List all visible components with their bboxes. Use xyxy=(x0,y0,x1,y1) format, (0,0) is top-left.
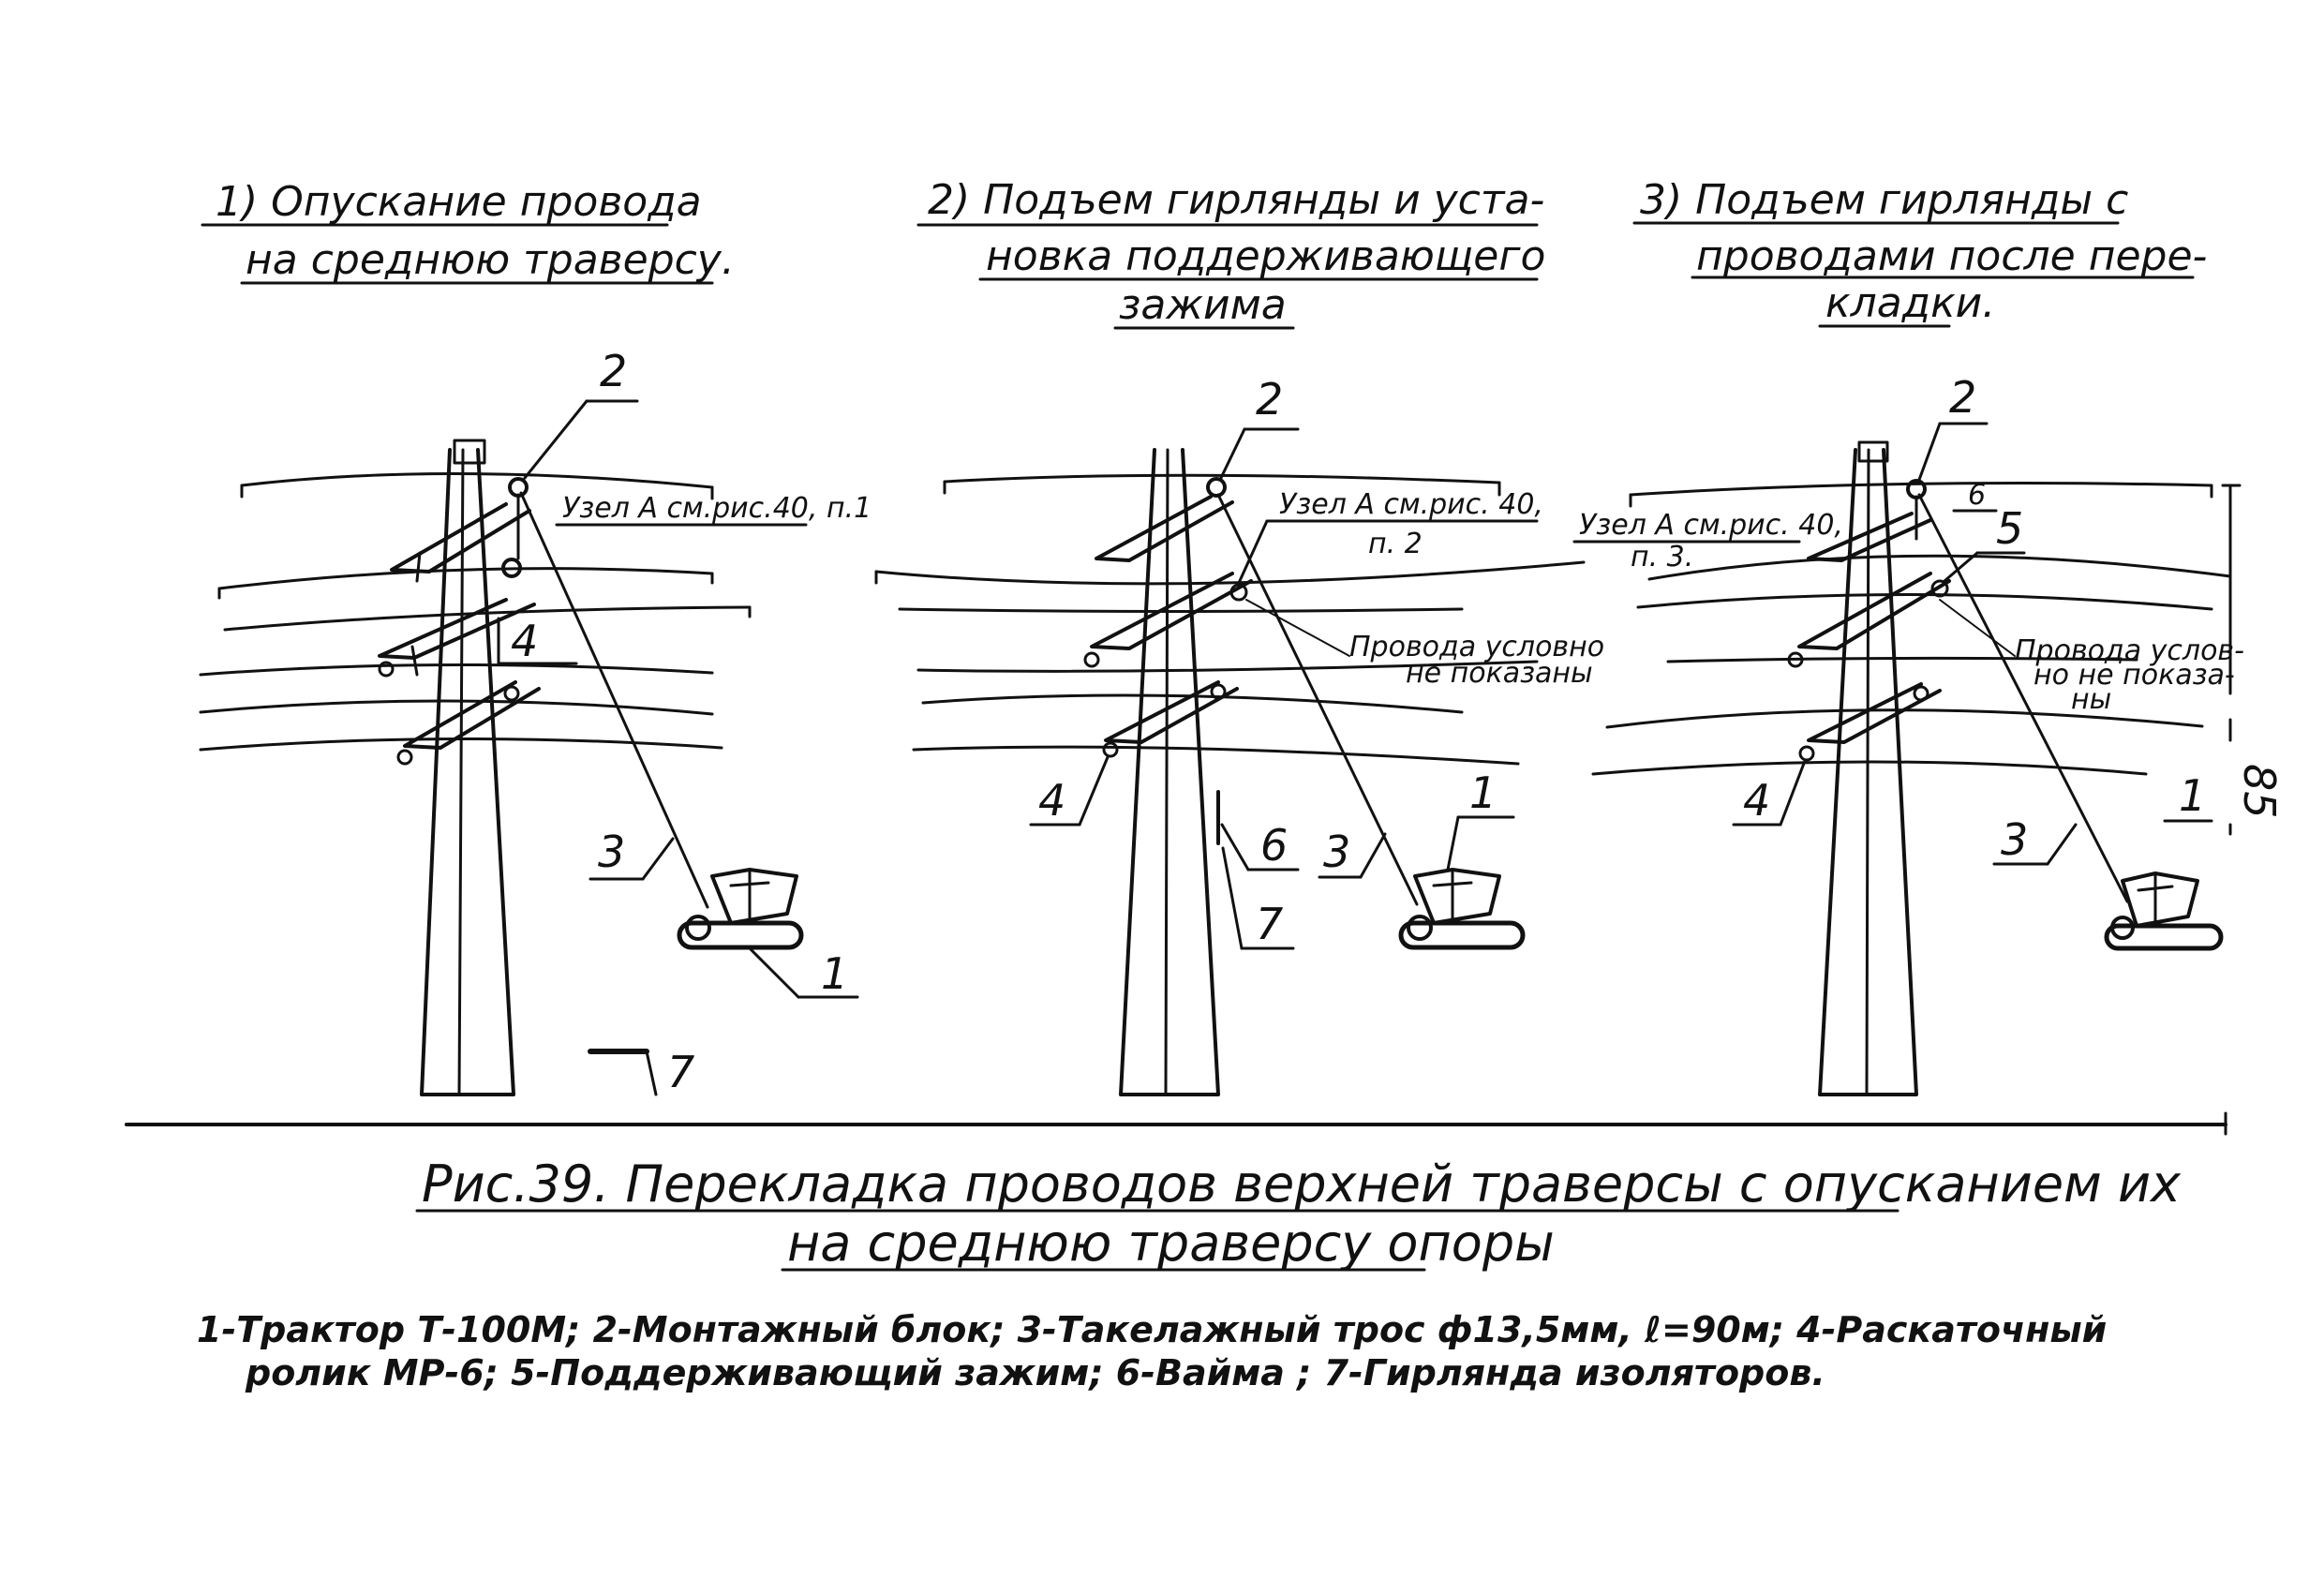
panel-3-dimension-value: 85 xyxy=(2234,764,2285,819)
panel-1-title-line-2: на среднюю траверсу. xyxy=(246,236,735,284)
panel-3-omit-note-line-3: ны xyxy=(2071,683,2111,716)
panel-1-tractor-icon xyxy=(677,868,804,950)
panel-1: 1) Опускание провода на среднюю траверсу… xyxy=(199,178,872,1097)
figure-caption: Рис.39. Перекладка проводов верхней трав… xyxy=(415,1155,2182,1273)
panel-3-label-roller: 4 xyxy=(1743,775,1770,826)
panel-2-omit-note-line-2: не показаны xyxy=(1406,657,1593,690)
panel-1-label-ground: 7 xyxy=(667,1047,694,1097)
panel-2-label-rope: 3 xyxy=(1323,827,1350,877)
panel-1-mounting-block-icon xyxy=(508,477,529,498)
panel-2-tractor-icon xyxy=(1398,868,1526,950)
legend-line-1: 1-Трактор Т-100М; 2-Монтажный блок; 3-Та… xyxy=(197,1309,2107,1350)
panel-2-label-guy: 6 xyxy=(1260,820,1288,871)
panel-3-label-guy: 6 xyxy=(1968,479,1986,512)
panel-3-dimension-85: 85 xyxy=(2221,484,2285,836)
panel-1-rigging-rope xyxy=(519,491,709,909)
panel-2: 2) Подъем гирлянды и уста- новка поддерж… xyxy=(874,176,1604,1096)
panel-3-title-line-2: проводами после пере- xyxy=(1696,232,2207,280)
panel-3-node-note-line-1: Узел А см.рис. 40, xyxy=(1579,509,1843,542)
panel-2-omit-note-line-1: Провода условно xyxy=(1349,631,1604,663)
panel-3-rigging xyxy=(1906,479,2129,903)
panel-1-title-line-1: 1) Опускание провода xyxy=(216,178,702,226)
panel-2-title-line-3: зажима xyxy=(1119,281,1287,329)
panel-3-label-clamp: 5 xyxy=(1996,503,2023,554)
panel-3-title-line-1: 3) Подъем гирлянды с xyxy=(1640,176,2128,224)
panel-2-label-block: 2 xyxy=(1256,374,1283,425)
panel-2-tower xyxy=(1083,448,1253,1096)
panel-2-node-note-line-1: Узел А см.рис. 40, xyxy=(1279,488,1543,521)
panel-1-label-rope: 3 xyxy=(598,827,625,877)
panel-1-tower xyxy=(378,439,541,1096)
caption-line-2: на среднюю траверсу опоры xyxy=(787,1214,1555,1273)
panel-3-title-line-3: кладки. xyxy=(1825,279,1995,327)
panel-1-label-tractor: 1 xyxy=(821,948,848,999)
panel-1-label-block: 2 xyxy=(600,346,627,396)
caption-line-1: Рис.39. Перекладка проводов верхней трав… xyxy=(422,1155,2182,1214)
panel-2-title-line-1: 2) Подъем гирлянды и уста- xyxy=(928,176,1544,224)
panel-2-wires xyxy=(874,473,1586,766)
panel-1-roller-icon xyxy=(501,558,522,578)
panel-1-wires xyxy=(199,471,752,752)
figure-legend: 1-Трактор Т-100М; 2-Монтажный блок; 3-Та… xyxy=(197,1309,2107,1393)
legend-line-2: ролик МР-6; 5-Поддерживающий зажим; 6-Ва… xyxy=(245,1352,1825,1393)
panel-3-rigging-rope xyxy=(1917,493,2129,903)
panel-3-omit-note-line-2: но не показа- xyxy=(2034,659,2235,692)
panel-2-label-insulator: 7 xyxy=(1256,899,1283,949)
panel-3-omit-note-line-1: Провода услов- xyxy=(2015,634,2244,667)
panel-3-node-note-line-2: п. 3. xyxy=(1631,541,1693,574)
panel-1-label-roller: 4 xyxy=(511,616,538,666)
panel-3-label-tractor: 1 xyxy=(2179,770,2206,821)
panel-1-rigging xyxy=(501,477,709,909)
panel-3-tower xyxy=(1787,440,1951,1096)
panel-3-label-rope: 3 xyxy=(2001,814,2028,865)
panel-3-label-block: 2 xyxy=(1949,372,1976,423)
panel-2-node-note-line-2: п. 2 xyxy=(1368,528,1423,560)
panel-2-mounting-block-icon xyxy=(1206,477,1227,498)
panel-2-label-tractor: 1 xyxy=(1469,767,1497,818)
panel-3-tractor-icon xyxy=(2104,871,2224,951)
panel-3: 3) Подъем гирлянды с проводами после пер… xyxy=(1572,176,2285,1096)
panel-2-title-line-2: новка поддерживающего xyxy=(986,232,1545,280)
panel-1-node-note: Узел А см.рис.40, п.1 xyxy=(562,492,872,525)
panel-2-label-roller: 4 xyxy=(1038,775,1065,826)
